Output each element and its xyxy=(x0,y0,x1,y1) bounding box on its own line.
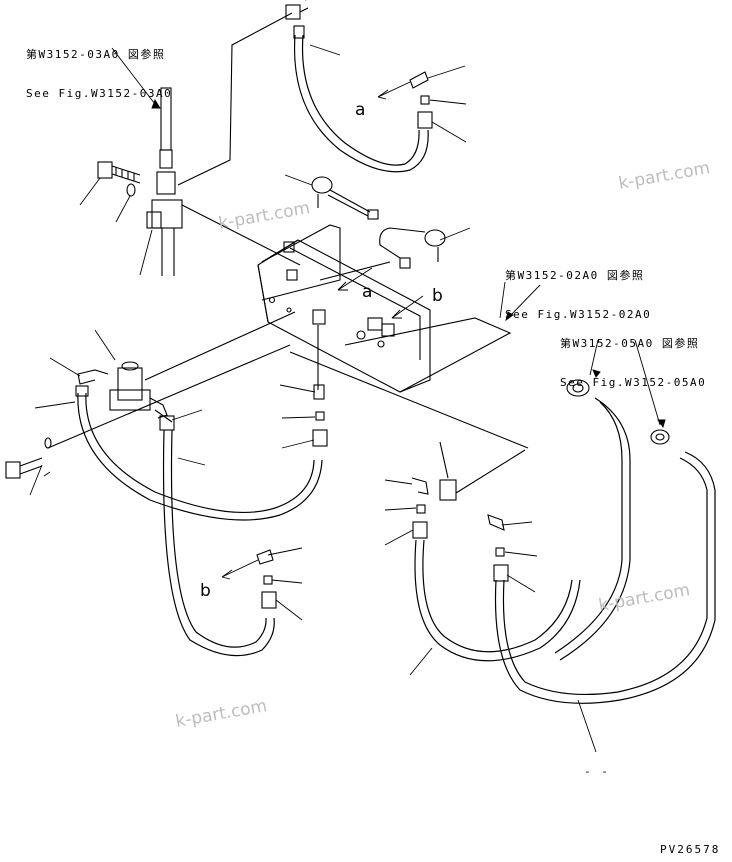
lower-right-hose xyxy=(414,539,581,662)
lower-bolt xyxy=(5,344,291,479)
callout-a-upper: a xyxy=(355,100,366,120)
center-fittings xyxy=(256,325,328,609)
reference-jp-1: 第W3152-03A0 図参照 xyxy=(26,48,166,61)
upper-right-fittings xyxy=(409,71,433,129)
reference-note-2: 第W3152-02A0 図参照 See Fig.W3152-02A0 xyxy=(505,243,651,334)
left-valve-assembly xyxy=(77,311,296,431)
reference-jp-3: 第W3152-05A0 図参照 xyxy=(560,337,700,350)
callout-b-upper: b xyxy=(432,286,443,306)
callout-b-lower: b xyxy=(200,581,211,601)
center-hose xyxy=(162,429,275,657)
upper-bolt xyxy=(97,161,141,197)
reference-note-1: 第W3152-03A0 図参照 See Fig.W3152-03A0 xyxy=(26,22,172,113)
right-long-hose xyxy=(494,397,716,704)
leader-lines xyxy=(29,0,661,753)
callout-arrows xyxy=(151,81,666,580)
quick-couplers xyxy=(566,379,670,445)
left-hose xyxy=(75,385,323,521)
callout-a-lower: a xyxy=(362,282,373,302)
bottom-mark: - - xyxy=(584,765,610,778)
reference-en-1: See Fig.W3152-03A0 xyxy=(26,87,173,100)
reference-en-2: See Fig.W3152-02A0 xyxy=(505,308,652,321)
reference-en-3: See Fig.W3152-05A0 xyxy=(560,376,707,389)
mounting-bracket xyxy=(257,224,512,393)
reference-jp-2: 第W3152-02A0 図参照 xyxy=(505,269,645,282)
upper-valve-assembly xyxy=(146,4,309,276)
reference-note-3: 第W3152-05A0 図参照 See Fig.W3152-05A0 xyxy=(560,311,706,402)
drawing-code: PV26578 xyxy=(660,843,721,856)
pressure-sensor-upper xyxy=(311,176,379,220)
upper-hose xyxy=(293,25,429,173)
